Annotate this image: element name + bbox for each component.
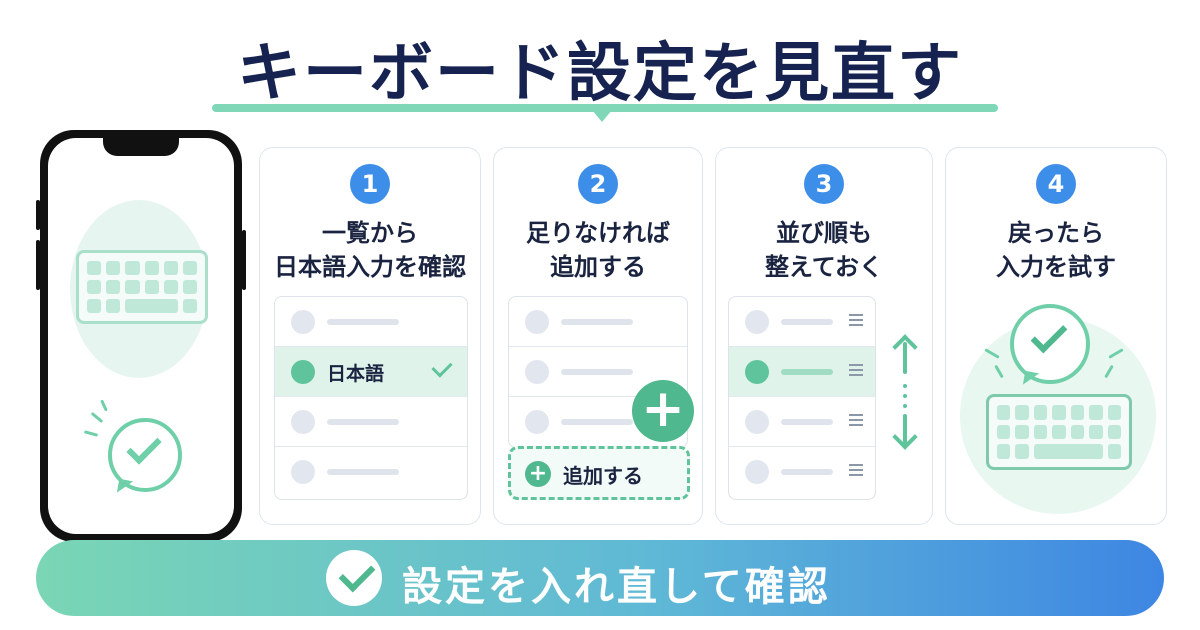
list-item[interactable] [275, 397, 467, 447]
language-label: 日本語 [327, 363, 385, 385]
drag-handle-icon[interactable] [849, 414, 863, 426]
phone-illustration [36, 130, 246, 542]
step-title-line: 足りなければ [526, 219, 670, 247]
list-item[interactable] [275, 297, 467, 347]
add-keyboard-button[interactable]: + 追加する [508, 446, 690, 500]
step-number-3: 3 [804, 164, 844, 204]
step-card-2: 2 足りなければ 追加する + + 追加する [493, 147, 703, 525]
phone-power-button [242, 230, 246, 290]
step-card-1: 1 一覧から 日本語入力を確認 日本語 [259, 147, 481, 525]
banner-text: 設定を入れ直して確認 [402, 564, 831, 610]
title-pointer [592, 110, 612, 122]
phone-side-button [36, 240, 40, 290]
step-title-line: 戻ったら [1008, 219, 1104, 247]
step-number-4: 4 [1036, 164, 1076, 204]
check-icon [326, 550, 382, 606]
step-title-line: 追加する [550, 253, 646, 281]
step-card-4: 4 戻ったら 入力を試す [945, 147, 1167, 525]
list-item[interactable] [729, 447, 875, 497]
keyboard-list: 日本語 [274, 296, 468, 500]
list-item[interactable] [729, 397, 875, 447]
step-title-line: 入力を試す [996, 253, 1116, 281]
list-item[interactable] [275, 447, 467, 497]
list-item[interactable] [509, 347, 687, 397]
step-title-line: 一覧から [322, 219, 418, 247]
step-card-3: 3 並び順も 整えておく [715, 147, 933, 525]
add-label: 追加する [563, 464, 643, 488]
list-item-dragging[interactable] [729, 347, 875, 397]
step-title-line: 日本語入力を確認 [274, 253, 466, 281]
step-title-4: 戻ったら 入力を試す [946, 216, 1166, 284]
drag-handle-icon[interactable] [849, 314, 863, 326]
check-bubble-icon [984, 304, 1124, 394]
plus-icon[interactable]: + [632, 380, 694, 442]
list-item[interactable] [729, 297, 875, 347]
check-bubble-icon [83, 399, 188, 498]
step-title-line: 並び順も [776, 219, 872, 247]
keyboard-icon [76, 250, 208, 324]
drag-handle-icon[interactable] [849, 464, 863, 476]
step-title-2: 足りなければ 追加する [494, 216, 702, 284]
summary-banner: 設定を入れ直して確認 [36, 540, 1164, 616]
phone-screen [48, 138, 234, 534]
step-title-line: 整えておく [764, 253, 884, 281]
check-icon [431, 356, 453, 378]
page-title: キーボード設定を見直す [237, 37, 963, 111]
step-number-2: 2 [578, 164, 618, 204]
step-number-1: 1 [350, 164, 390, 204]
reorder-list [728, 296, 876, 500]
step-title-3: 並び順も 整えておく [716, 216, 932, 284]
plus-icon: + [525, 461, 551, 487]
updown-arrow-icon [890, 334, 920, 454]
step-title-1: 一覧から 日本語入力を確認 [260, 216, 480, 284]
phone-side-button [36, 200, 40, 230]
keyboard-icon [986, 394, 1132, 470]
list-item-japanese[interactable]: 日本語 [275, 347, 467, 397]
drag-handle-icon[interactable] [849, 364, 863, 376]
title-underline [212, 104, 998, 112]
list-item[interactable] [509, 397, 687, 447]
phone-notch [103, 138, 179, 156]
list-item[interactable] [509, 297, 687, 347]
